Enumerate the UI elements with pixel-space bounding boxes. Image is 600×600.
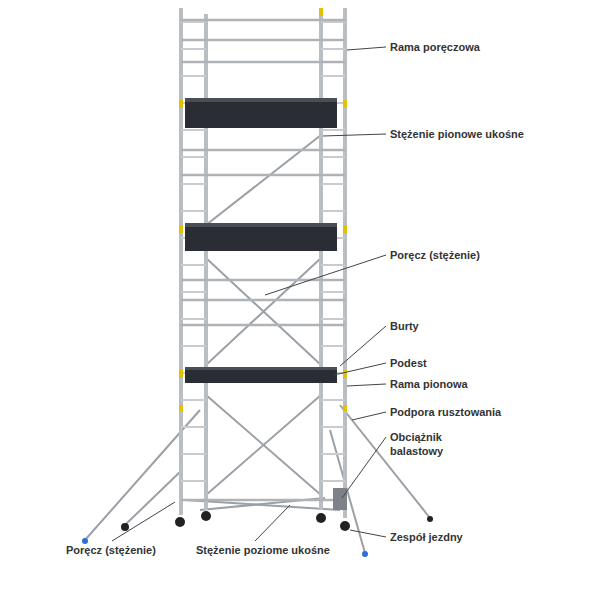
frame-rung <box>321 264 345 266</box>
part-label: Zespół jezdny <box>390 530 463 544</box>
frame-rung <box>181 75 206 77</box>
frame-rung <box>321 21 345 23</box>
frame-rung <box>321 210 345 212</box>
frame-rung <box>181 318 206 320</box>
frame-rung <box>181 345 206 347</box>
frame-rung <box>181 21 206 23</box>
frame-rung <box>181 48 206 50</box>
frame-rung <box>181 183 206 185</box>
part-label: Rama pionowa <box>390 377 468 391</box>
part-label: Obciążnik balastowy <box>390 430 470 459</box>
frame-rung <box>321 426 345 428</box>
frame-rung <box>321 75 345 77</box>
frame-rung <box>181 156 206 158</box>
frame-rung <box>321 291 345 293</box>
frame-rung <box>321 129 345 131</box>
frame-rung <box>321 399 345 401</box>
frame-rung <box>321 453 345 455</box>
frame-rung <box>181 399 206 401</box>
frame-rung <box>321 345 345 347</box>
part-label: Burty <box>390 319 419 333</box>
frame-rung <box>321 156 345 158</box>
part-label: Podest <box>390 356 427 370</box>
part-label: Poręcz (stężenie) <box>390 248 480 262</box>
frame-rung <box>181 291 206 293</box>
frame-rung <box>181 426 206 428</box>
frame-rung <box>321 183 345 185</box>
frame-rung <box>321 480 345 482</box>
frame-rung <box>181 453 206 455</box>
frame-rung <box>321 48 345 50</box>
frame-rung <box>321 318 345 320</box>
part-label: Stężenie pionowe ukośne <box>390 127 524 141</box>
frame-rung <box>181 129 206 131</box>
frame-rung <box>181 264 206 266</box>
part-label: Podpora rusztowania <box>390 405 501 419</box>
part-label: Poręcz (stężenie) <box>66 543 156 557</box>
part-label: Stężenie poziome ukośne <box>196 543 330 557</box>
frame-rung <box>181 480 206 482</box>
frame-rung <box>181 210 206 212</box>
part-label: Rama poręczowa <box>390 40 480 54</box>
